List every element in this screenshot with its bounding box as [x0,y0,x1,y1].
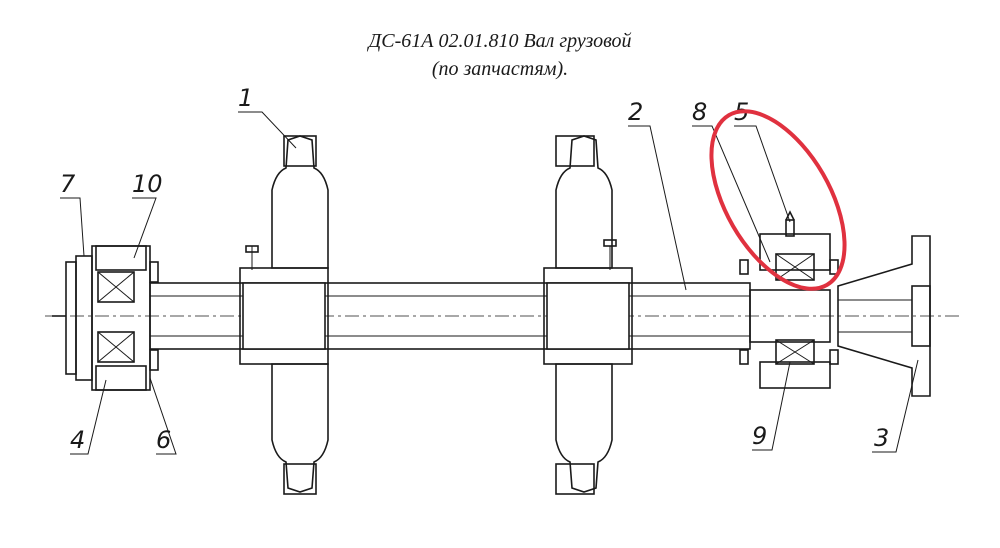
callout-3: 3 [874,424,889,452]
drawing-subtitle: (по запчастям). [431,58,569,80]
right-bearing-assembly [739,210,839,389]
left-bearing-assembly [52,245,159,391]
callout-4: 4 [70,426,85,454]
leader-lines [60,111,919,455]
callout-2: 2 [628,98,643,126]
callout-1: 1 [238,84,253,112]
end-flange [837,235,931,397]
callout-6: 6 [156,426,171,454]
sprocket-right [543,135,633,495]
callout-8: 8 [692,98,707,126]
callout-7: 7 [60,170,76,198]
highlight-ellipse [709,109,847,291]
sprocket-left [239,135,329,495]
callout-9: 9 [752,422,767,450]
drawing-title: ДС-61А 02.01.810 Вал грузовой [368,30,632,52]
callout-10: 10 [132,170,163,198]
